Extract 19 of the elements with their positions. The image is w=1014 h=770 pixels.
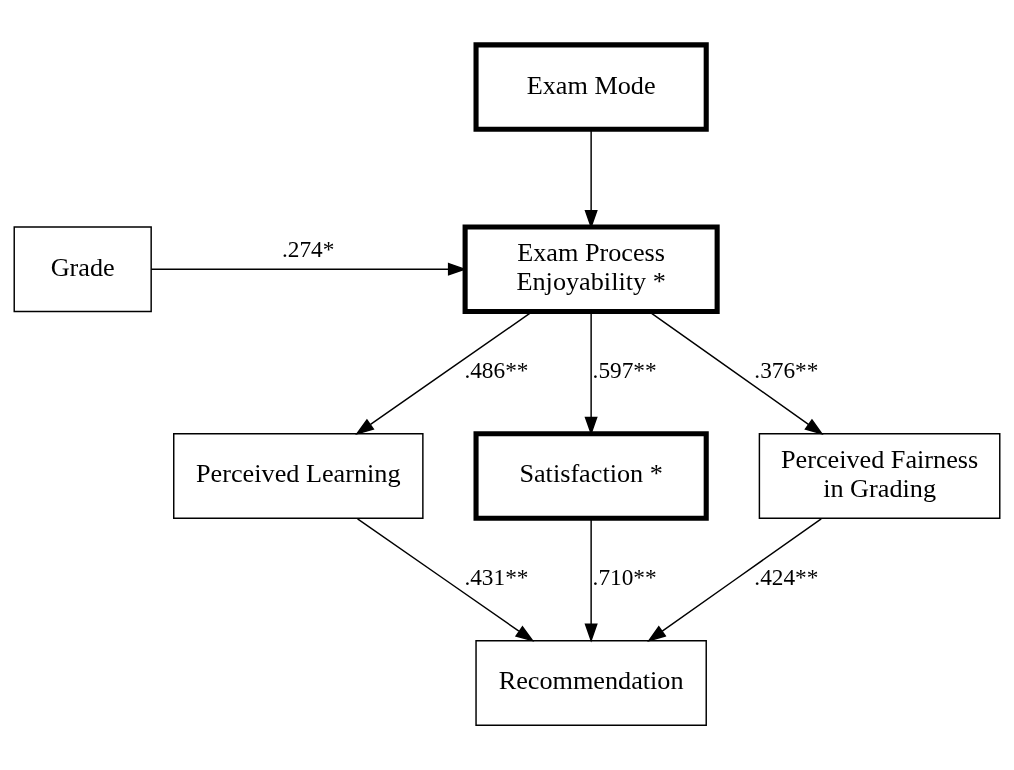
arrow: [355, 311, 533, 435]
edge-label: .424**: [754, 564, 819, 591]
node-box: Grade: [13, 226, 152, 313]
arrow: [648, 311, 824, 435]
edge-label: .486**: [464, 357, 529, 384]
arrow: [647, 518, 822, 642]
arrow: [356, 518, 535, 642]
node-box: Recommendation: [475, 639, 707, 726]
node-box: Exam Mode: [473, 42, 709, 132]
arrow: [584, 518, 598, 643]
node-box: Exam Process Enjoyability *: [462, 224, 720, 314]
edge-label: .597**: [592, 357, 657, 384]
node-box: Satisfaction *: [473, 431, 709, 521]
edge-label: .431**: [464, 564, 529, 591]
edge-label: .274*: [281, 236, 335, 263]
node-box: Perceived Fairness in Grading: [758, 433, 1001, 520]
edge-label: .710**: [592, 564, 657, 591]
edge-label: .376**: [754, 357, 819, 384]
node-box: Perceived Learning: [173, 433, 424, 520]
